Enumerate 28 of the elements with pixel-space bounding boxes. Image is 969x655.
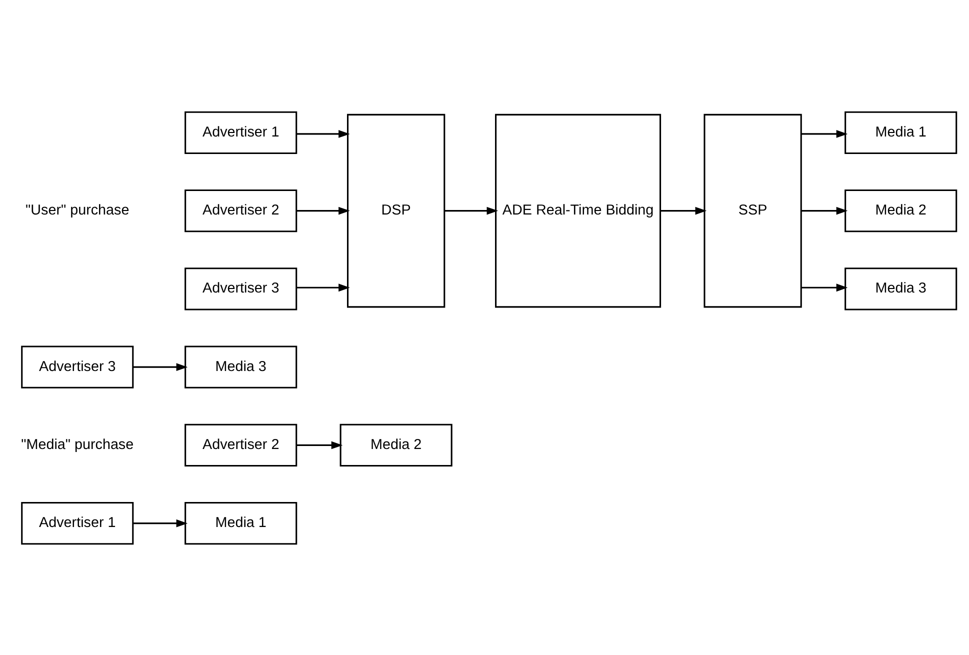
node-box: Media 3 [184, 345, 297, 388]
arrow [132, 518, 188, 527]
node-box: Advertiser 2 [184, 188, 297, 232]
node-box: Media 1 [844, 110, 957, 154]
label: "User" purchase [25, 202, 129, 218]
node-box: ADE Real-Time Bidding [494, 113, 661, 308]
node-box: Advertiser 3 [20, 345, 134, 388]
node-box: Media 1 [184, 502, 297, 544]
node-box: Media 3 [844, 267, 957, 310]
arrow [800, 130, 848, 138]
arrow [296, 440, 342, 449]
arrow [800, 283, 848, 292]
arrow [800, 206, 848, 214]
node-box: Advertiser 1 [184, 110, 297, 154]
node-box: SSP [703, 113, 802, 308]
node-box: Media 2 [339, 423, 452, 466]
arrow [444, 206, 498, 214]
node-box: Advertiser 3 [184, 267, 297, 310]
arrow [132, 362, 188, 371]
label: "Media" purchase [20, 436, 134, 452]
arrow [296, 130, 350, 138]
arrow [296, 283, 350, 292]
arrow [296, 206, 350, 214]
node-box: DSP [346, 113, 445, 308]
node-box: Media 2 [844, 188, 957, 232]
node-box: Advertiser 2 [184, 423, 297, 466]
arrow [660, 206, 706, 214]
node-box: Advertiser 1 [20, 502, 134, 544]
